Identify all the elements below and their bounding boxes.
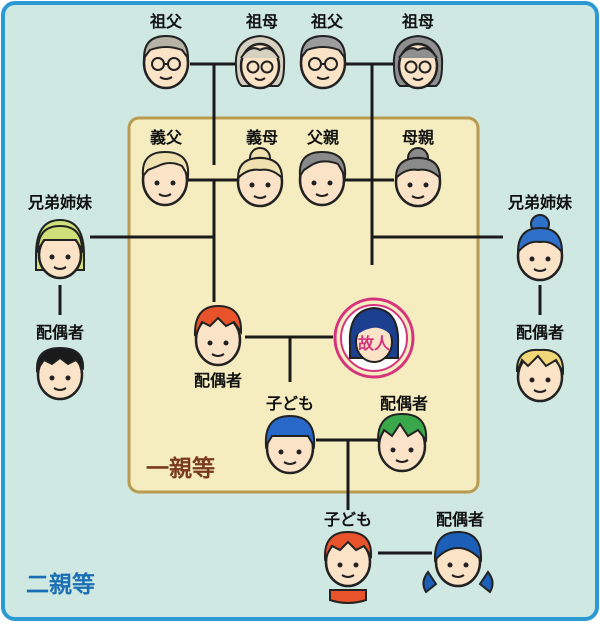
grandfather-right-label: 祖父 <box>310 12 344 31</box>
sibling-right-icon <box>516 214 564 282</box>
deceased-label: 故人 <box>358 334 391 353</box>
sibling-right-spouse-icon <box>515 348 565 403</box>
grandchild-icon <box>323 530 373 604</box>
father-in-law-icon <box>141 150 190 207</box>
sibling-left-icon <box>35 218 85 280</box>
grandchild-spouse-icon <box>422 530 494 594</box>
grandfather-left-label: 祖父 <box>149 12 183 31</box>
mother-in-law-icon <box>236 147 284 208</box>
sibling-left-spouse-icon <box>35 346 85 401</box>
child-spouse-icon <box>376 412 428 473</box>
connector-lines <box>58 62 542 555</box>
grandmother-left-label: 祖母 <box>245 12 278 31</box>
first-degree-region <box>127 116 480 494</box>
grandmother-right-label: 祖母 <box>401 12 434 31</box>
grandfather-right-icon <box>299 34 347 90</box>
grandchild-label: 子ども <box>324 510 372 529</box>
deceased-icon <box>333 297 415 379</box>
father-icon <box>298 150 347 207</box>
grandmother-right-icon <box>392 34 444 90</box>
father-label: 父親 <box>306 128 339 147</box>
child-icon <box>264 414 316 475</box>
child-label: 子ども <box>266 394 314 413</box>
sibling-right-label: 兄弟姉妹 <box>507 193 573 212</box>
second-degree-label: 二親等 <box>26 571 95 598</box>
sibling-left-spouse-label: 配偶者 <box>36 323 84 342</box>
sibling-left-label: 兄弟姉妹 <box>27 193 93 212</box>
first-degree-label: 一親等 <box>146 455 215 482</box>
grandmother-left-icon <box>234 34 286 90</box>
father-in-law-label: 義父 <box>150 128 183 147</box>
spouse-label: 配偶者 <box>194 371 242 390</box>
grandfather-left-icon <box>142 34 190 90</box>
spouse-icon <box>193 304 243 367</box>
grandchild-spouse-label: 配偶者 <box>436 510 484 529</box>
sibling-right-spouse-label: 配偶者 <box>516 323 564 342</box>
mother-label: 母親 <box>402 128 434 147</box>
child-spouse-label: 配偶者 <box>380 394 428 413</box>
mother-in-law-label: 義母 <box>246 128 278 147</box>
mother-icon <box>394 147 442 208</box>
